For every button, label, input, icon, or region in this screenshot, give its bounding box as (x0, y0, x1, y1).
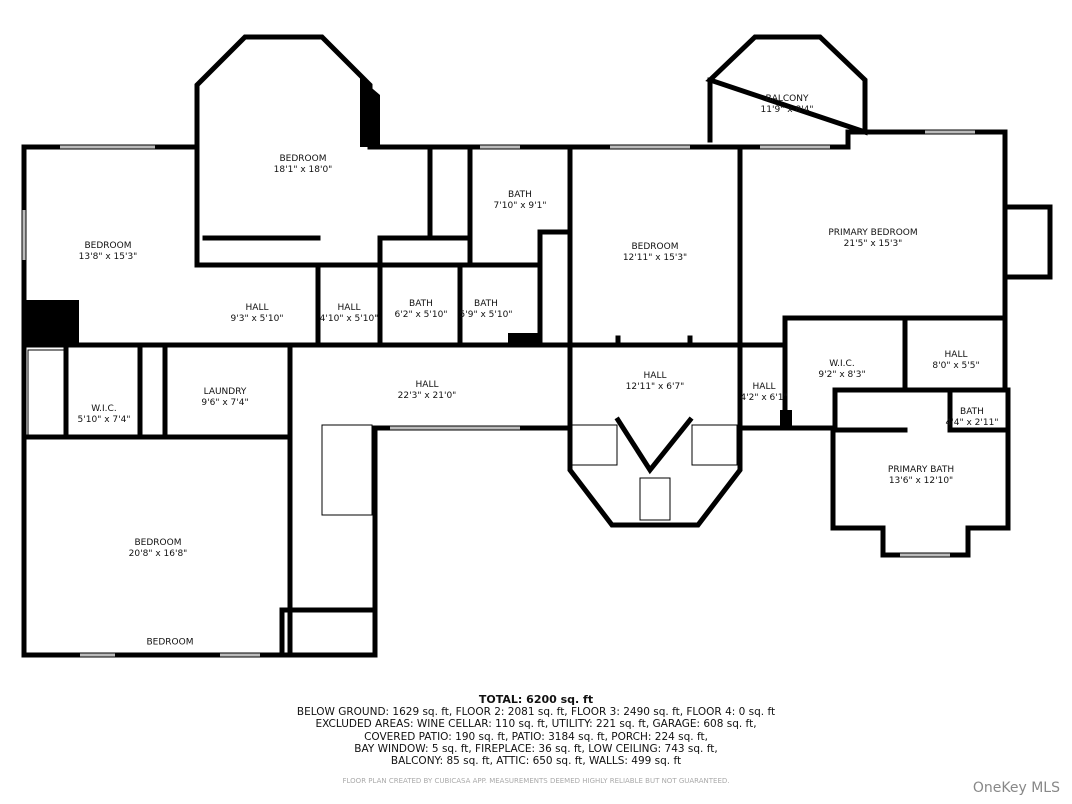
room-dims: 4'10" x 5'10" (319, 314, 379, 324)
room-name: W.I.C. (91, 404, 117, 414)
room-name: PRIMARY BEDROOM (828, 228, 918, 238)
room-name: BALCONY (765, 94, 809, 104)
room-dims: 5'9" x 5'10" (459, 310, 513, 320)
room-dims: 9'2" x 8'3" (818, 370, 866, 380)
summary-line: BALCONY: 85 sq. ft, ATTIC: 650 sq. ft, W… (390, 755, 682, 768)
summary-line: BELOW GROUND: 1629 sq. ft, FLOOR 2: 2081… (296, 706, 776, 719)
room-name: BEDROOM (279, 154, 327, 164)
room-dims: 4'2" x 6'1" (740, 393, 788, 403)
room-name: HALL (415, 380, 439, 390)
room-dims: 13'8" x 15'3" (78, 252, 138, 262)
wall-fills (24, 78, 792, 428)
room-name: BATH (474, 299, 498, 309)
room-label: BEDROOM (147, 638, 194, 649)
total-area: TOTAL: 6200 sq. ft (478, 693, 594, 706)
summary-line: EXCLUDED AREAS: WINE CELLAR: 110 sq. ft,… (315, 718, 757, 731)
room-name: BEDROOM (134, 538, 182, 548)
summary-line: COVERED PATIO: 190 sq. ft, PATIO: 3184 s… (364, 730, 708, 743)
room-name: W.I.C. (829, 359, 855, 369)
room-dims: 11'9" x 8'4" (760, 105, 814, 115)
summary-line: BAY WINDOW: 5 sq. ft, FIREPLACE: 36 sq. … (354, 742, 718, 755)
area-summary: TOTAL: 6200 sq. ft BELOW GROUND: 1629 sq… (0, 693, 1072, 768)
windows (22, 130, 975, 657)
room-dims: 13'6" x 12'10" (888, 476, 954, 486)
room-label: W.I.C.5'10" x 7'4" (78, 404, 131, 426)
room-dims: 21'5" x 15'3" (843, 239, 903, 249)
room-name: HALL (643, 371, 667, 381)
stairs (27, 349, 738, 521)
room-name: BATH (960, 407, 984, 417)
room-name: BATH (409, 299, 433, 309)
room-dims: 9'6" x 7'4" (201, 398, 249, 408)
room-dims: 22'3" x 21'0" (397, 391, 457, 401)
room-name: HALL (245, 303, 269, 313)
room-dims: 8'0" x 5'5" (932, 361, 980, 371)
disclaimer: FLOOR PLAN CREATED BY CUBICASA APP. MEAS… (342, 777, 730, 785)
room-dims: 9'3" x 5'10" (230, 314, 284, 324)
room-name: HALL (944, 350, 968, 360)
room-dims: 18'1" x 18'0" (273, 165, 333, 175)
room-name: PRIMARY BATH (887, 465, 955, 475)
room-name: BEDROOM (146, 637, 194, 648)
room-dims: 6'2" x 5'10" (394, 310, 448, 320)
room-name: HALL (752, 382, 776, 392)
room-name: BEDROOM (84, 241, 132, 251)
room-name: HALL (337, 303, 361, 313)
room-name: LAUNDRY (203, 387, 247, 397)
room-name: BEDROOM (631, 242, 679, 252)
room-dims: 7'10" x 9'1" (493, 201, 547, 211)
room-dims: 5'10" x 7'4" (77, 415, 131, 425)
room-name: BATH (508, 190, 532, 200)
room-dims: 12'11" x 6'7" (625, 382, 685, 392)
room-dims: 12'11" x 15'3" (622, 253, 688, 263)
room-label: W.I.C.9'2" x 8'3" (818, 359, 865, 381)
floor-plan (21, 34, 1053, 658)
room-dims: 20'8" x 16'8" (128, 549, 188, 559)
walls (21, 34, 1053, 658)
watermark: OneKey MLS (972, 780, 1060, 796)
room-dims: 4'4" x 2'11" (945, 418, 999, 428)
